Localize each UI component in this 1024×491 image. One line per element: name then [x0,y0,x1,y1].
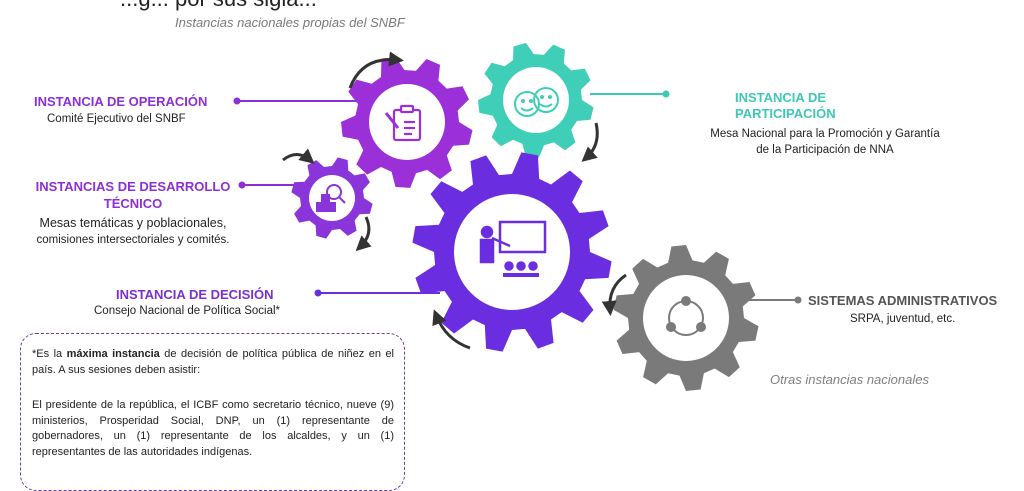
desarrollo-title-line2: TÉCNICO [103,196,163,211]
magnifier-boxes-icon [316,184,346,212]
note-box: *Es la máxima instancia de decisión de p… [20,333,405,491]
page-title: ...g... por sus sigla... [120,0,317,12]
decision-desc: Consejo Nacional de Política Social* [94,305,281,317]
note-p1-pre: *Es la [32,348,67,360]
gear-sistemas-hub [643,275,729,361]
note-p1-post: de decisión de política pública de niñez… [32,348,395,376]
desarrollo-desc-line1: Mesas temáticas y poblacionales, [39,216,227,230]
gear-participacion-hub [503,67,569,133]
connector-dot-sistemas [794,296,802,304]
network-cycle-icon [666,296,706,336]
desarrollo-title-line1: INSTANCIAS DE DESARROLLO [35,179,231,194]
connector-dot-participacion [662,90,670,98]
arrow-decision-from-below [432,309,471,350]
arrow-sistemas-to-decision [601,273,627,316]
arrow-desarrollo-loop [355,216,372,252]
participacion-title-line1: INSTANCIA DE [735,90,826,105]
note-p1-bold: máxima instancia [66,348,160,360]
decision-title: INSTANCIA DE DECISIÓN [116,287,274,302]
diagram-subtitle: Instancias nacionales propias del SNBF [175,15,405,30]
connector-dot-desarrollo [238,181,246,189]
participacion-desc-line1: Mesa Nacional para la Promoción y Garant… [710,128,940,140]
participacion-title-line2: PARTICIPACIÓN [735,106,836,121]
arrow-participacion-to-decision [581,122,599,162]
sistemas-title: SISTEMAS ADMINISTRATIVOS [808,293,998,308]
note-paragraph-2: El presidente de la república, el ICBF c… [32,399,394,458]
sistemas-desc: SRPA, juventud, etc. [850,313,956,325]
desarrollo-desc-line2: comisiones intersectoriales y comités. [36,234,230,246]
connector-dot-operacion [233,97,241,105]
operacion-desc: Comité Ejecutivo del SNBF [47,113,186,125]
connector-dot-decision [314,289,322,297]
other-instances-label: Otras instancias nacionales [770,372,929,387]
arrow-operacion-to-participacion [348,51,404,89]
presentation-icon [479,220,547,277]
participacion-desc-line2: de la Participación de NNA [756,144,894,156]
note-paragraph-1: *Es la máxima instancia de decisión de p… [32,347,394,378]
children-faces-icon [514,87,559,117]
operacion-title: INSTANCIA DE OPERACIÓN [34,94,208,109]
arrow-desarrollo-to-operacion [282,148,315,164]
clipboard-icon [384,104,422,142]
